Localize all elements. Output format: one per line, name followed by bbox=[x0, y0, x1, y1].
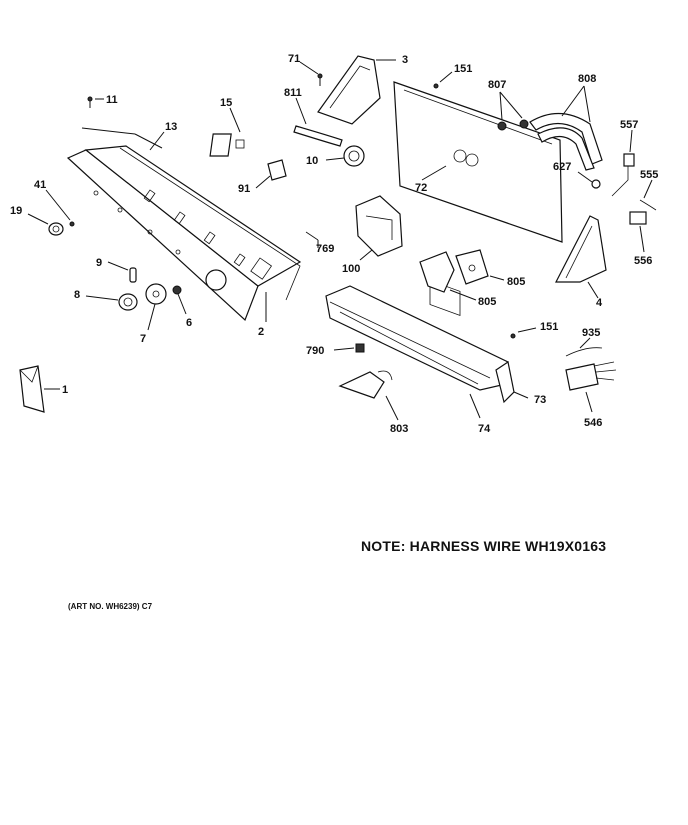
part-935-wire bbox=[565, 337, 603, 357]
label-6: 6 bbox=[186, 317, 192, 329]
part-71-screw bbox=[299, 61, 323, 86]
part-805-valve bbox=[419, 249, 505, 301]
label-1: 1 bbox=[62, 384, 68, 396]
label-7: 7 bbox=[140, 333, 146, 345]
label-790: 790 bbox=[306, 345, 324, 357]
label-556: 556 bbox=[634, 255, 652, 267]
part-811-hose bbox=[293, 97, 343, 147]
part-9-spring bbox=[107, 261, 137, 283]
part-8-knob bbox=[85, 293, 138, 311]
label-41: 41 bbox=[34, 179, 46, 191]
label-807: 807 bbox=[488, 79, 506, 91]
part-6-clip bbox=[172, 285, 187, 315]
label-100: 100 bbox=[342, 263, 360, 275]
part-1-literature-bag bbox=[19, 365, 60, 413]
part-556-terminal-block bbox=[629, 211, 647, 253]
label-811: 811 bbox=[284, 87, 302, 99]
label-15: 15 bbox=[220, 97, 232, 109]
label-4: 4 bbox=[596, 297, 603, 309]
part-11-screw bbox=[87, 96, 104, 108]
part-808-inlet-hose bbox=[529, 85, 603, 171]
label-11: 11 bbox=[106, 94, 118, 106]
part-627-clamp bbox=[577, 171, 601, 189]
label-13: 13 bbox=[165, 121, 177, 133]
part-73-end-cap bbox=[495, 361, 529, 404]
part-10-pressure-switch bbox=[325, 145, 365, 167]
label-73: 73 bbox=[534, 394, 546, 406]
part-72-backsplash bbox=[393, 81, 563, 316]
label-805-a: 805 bbox=[507, 276, 525, 288]
label-546: 546 bbox=[584, 417, 602, 429]
label-10: 10 bbox=[306, 155, 318, 167]
part-7-dial bbox=[145, 283, 167, 331]
part-807-washer bbox=[497, 91, 529, 131]
part-4-end-cap bbox=[555, 215, 607, 299]
label-627: 627 bbox=[553, 161, 571, 173]
part-151-screw-top bbox=[433, 71, 453, 89]
part-790-clip bbox=[333, 343, 365, 353]
label-769: 769 bbox=[316, 243, 334, 255]
part-13-control-panel bbox=[66, 127, 302, 322]
label-74: 74 bbox=[478, 423, 491, 435]
part-3-bracket bbox=[317, 55, 396, 125]
part-151-screw-bottom bbox=[510, 327, 537, 339]
part-100-timer bbox=[355, 195, 403, 261]
label-935: 935 bbox=[582, 327, 600, 339]
art-number: (ART NO. WH6239) C7 bbox=[68, 602, 153, 611]
label-71: 71 bbox=[288, 53, 300, 65]
label-72: 72 bbox=[415, 182, 427, 194]
label-803: 803 bbox=[390, 423, 408, 435]
part-15-switch bbox=[209, 107, 245, 157]
part-19-knob bbox=[27, 189, 75, 236]
label-151-top: 151 bbox=[454, 63, 472, 75]
label-91: 91 bbox=[238, 183, 250, 195]
label-8: 8 bbox=[74, 289, 80, 301]
label-557: 557 bbox=[620, 119, 638, 131]
label-805-b: 805 bbox=[478, 296, 496, 308]
label-3: 3 bbox=[402, 54, 408, 66]
part-555-wire bbox=[639, 179, 657, 211]
part-803-cover bbox=[338, 370, 399, 421]
label-19: 19 bbox=[10, 205, 22, 217]
part-546-harness bbox=[565, 361, 617, 413]
part-769-clip bbox=[305, 231, 319, 248]
part-91-terminal bbox=[255, 159, 287, 189]
label-2: 2 bbox=[258, 326, 264, 338]
harness-note: NOTE: HARNESS WIRE WH19X0163 bbox=[361, 538, 607, 554]
label-808: 808 bbox=[578, 73, 596, 85]
label-555: 555 bbox=[640, 169, 658, 181]
part-557-power-cord bbox=[611, 129, 635, 197]
label-9: 9 bbox=[96, 257, 102, 269]
label-151-bottom: 151 bbox=[540, 321, 558, 333]
